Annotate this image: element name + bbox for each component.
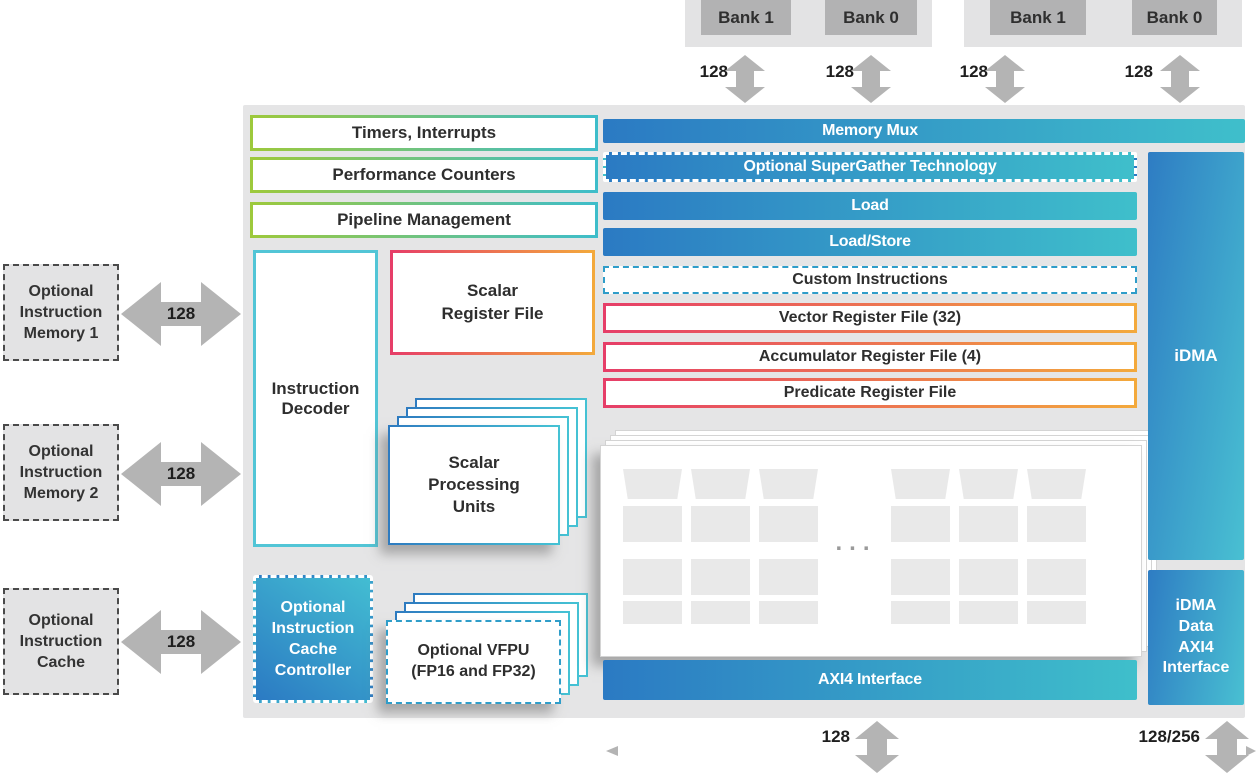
predicate-register-file-bar: Predicate Register File <box>603 378 1137 408</box>
memory-bank: Bank 1 <box>990 0 1086 35</box>
optional-instruction-memory-1: Optional Instruction Memory 1 <box>3 264 119 361</box>
vector-unit-cell <box>891 559 950 595</box>
vector-units-card-stack: ... <box>600 430 1157 657</box>
accumulator-register-file-bar: Accumulator Register File (4) <box>603 342 1137 372</box>
load-store-bar: Load/Store <box>603 228 1137 256</box>
vector-unit-cell <box>623 506 682 542</box>
bus-width-label: 128 <box>166 632 196 651</box>
vector-unit-cell <box>759 601 818 624</box>
optional-instruction-cache: Optional Instruction Cache <box>3 588 119 695</box>
performance-counters-box: Performance Counters <box>250 157 598 193</box>
vector-unit-cell <box>891 601 950 624</box>
memory-mux-bar: Memory Mux <box>603 119 1245 143</box>
bus-width-label: 128 <box>166 304 196 323</box>
memory-bank: Bank 0 <box>1132 0 1217 35</box>
vector-unit-cell <box>959 469 1018 499</box>
bus-arrow-icon <box>121 610 241 674</box>
vector-unit-cell <box>1027 469 1086 499</box>
vector-units-card: ... <box>600 445 1142 657</box>
bus-width-label: 128/256 <box>1138 727 1200 746</box>
vector-unit-cell <box>959 506 1018 542</box>
vector-unit-group-right <box>891 469 1086 626</box>
memory-bank-group-2: Bank 1 Bank 0 <box>964 0 1242 47</box>
bus-arrow-icon <box>1160 55 1200 103</box>
custom-instructions-bar: Custom Instructions <box>603 266 1137 294</box>
vector-unit-cell <box>623 559 682 595</box>
vector-unit-cell <box>891 469 950 499</box>
bus-width-label: 128 <box>821 727 850 746</box>
vector-unit-cell <box>1027 506 1086 542</box>
supergather-bar: Optional SuperGather Technology <box>603 152 1137 182</box>
vector-unit-cell <box>691 601 750 624</box>
bus-arrow-icon <box>985 55 1025 103</box>
bus-width-label: 128 <box>699 62 728 81</box>
memory-bank: Bank 0 <box>825 0 917 35</box>
dsp-block-diagram: Bank 1 Bank 0 Bank 1 Bank 0 128 128 128 … <box>3 0 1256 773</box>
vector-unit-cell <box>1027 559 1086 595</box>
clipped-arrow-tip-icon <box>606 746 618 756</box>
load-bar: Load <box>603 192 1137 220</box>
scalar-register-file-box: Scalar Register File <box>390 250 595 355</box>
optional-instruction-cache-controller-box: Optional Instruction Cache Controller <box>253 575 373 703</box>
memory-bank: Bank 1 <box>701 0 791 35</box>
optional-vfpu-box: Optional VFPU (FP16 and FP32) <box>386 620 561 704</box>
bus-arrow-icon <box>121 282 241 346</box>
idma-box: iDMA <box>1148 152 1244 560</box>
bus-arrow-icon <box>121 442 241 506</box>
vector-unit-cell <box>1027 601 1086 624</box>
scalar-processing-units-box: Scalar Processing Units <box>388 425 560 545</box>
vector-unit-cell <box>623 601 682 624</box>
vector-register-file-bar: Vector Register File (32) <box>603 303 1137 333</box>
timers-interrupts-box: Timers, Interrupts <box>250 115 598 151</box>
vector-unit-cell <box>959 559 1018 595</box>
bus-width-label: 128 <box>1124 62 1153 81</box>
vector-unit-cell <box>759 469 818 499</box>
bus-arrow-icon <box>851 55 891 103</box>
vector-unit-cell <box>759 506 818 542</box>
memory-bank-group-1: Bank 1 Bank 0 <box>685 0 932 47</box>
vector-unit-group-left <box>623 469 818 626</box>
bus-arrow-icon <box>855 721 899 773</box>
vector-unit-cell <box>691 469 750 499</box>
memory-mux-label: Memory Mux <box>822 122 918 139</box>
vfpu-stack: Optional VFPU (FP16 and FP32) <box>386 593 591 705</box>
bus-arrow-icon <box>1205 721 1249 773</box>
bus-width-label: 128 <box>166 464 196 483</box>
vector-unit-cell <box>959 601 1018 624</box>
instruction-decoder-box: Instruction Decoder <box>253 250 378 547</box>
bus-width-label: 128 <box>959 62 988 81</box>
bus-arrow-icon <box>725 55 765 103</box>
ellipsis-label: ... <box>835 529 877 556</box>
axi4-interface-bar: AXI4 Interface <box>603 660 1137 700</box>
vector-unit-cell <box>759 559 818 595</box>
vector-unit-cell <box>691 559 750 595</box>
pipeline-management-box: Pipeline Management <box>250 202 598 238</box>
optional-instruction-memory-2: Optional Instruction Memory 2 <box>3 424 119 521</box>
clipped-arrow-tip-icon <box>1246 746 1256 756</box>
vector-unit-cell <box>623 469 682 499</box>
bus-width-label: 128 <box>825 62 854 81</box>
idma-data-axi4-interface-box: iDMA Data AXI4 Interface <box>1148 570 1244 705</box>
scalar-processing-units-stack: Scalar Processing Units <box>388 398 588 545</box>
vector-unit-cell <box>891 506 950 542</box>
vector-unit-cell <box>691 506 750 542</box>
